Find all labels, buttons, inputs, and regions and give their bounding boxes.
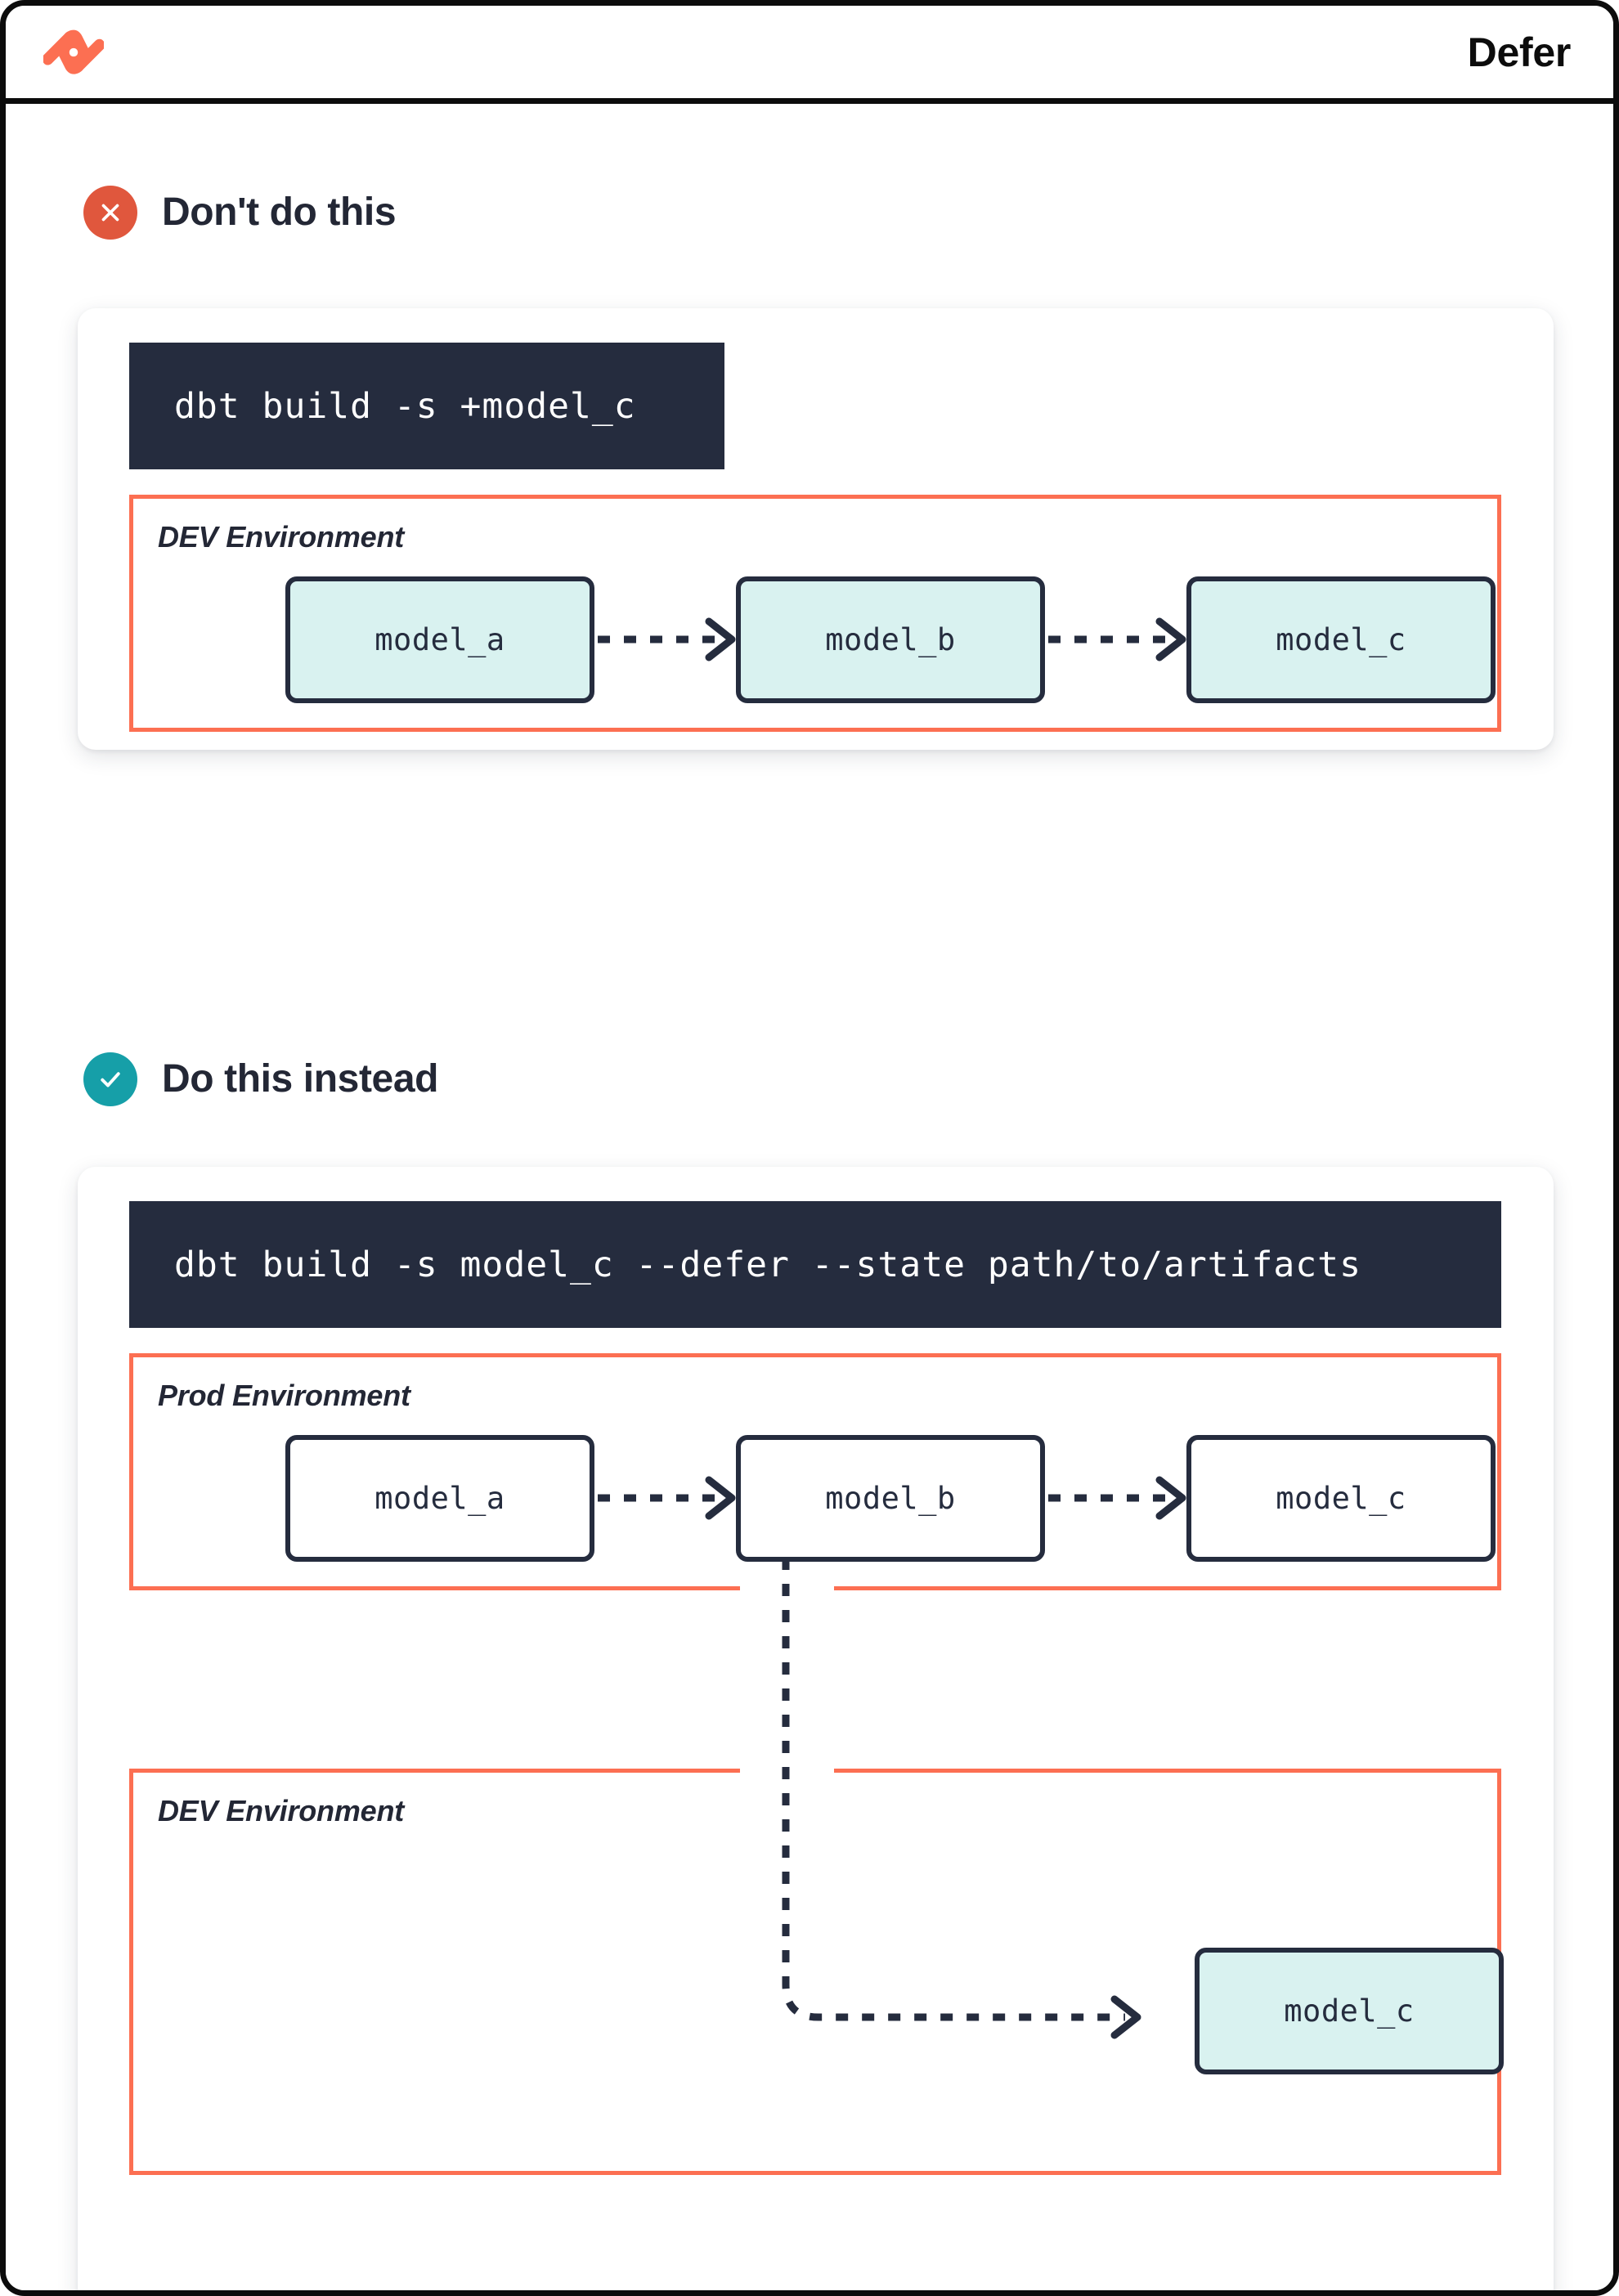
command-code-block-2: dbt build -s model_c --defer --state pat…: [129, 1201, 1501, 1328]
section-title-dont: Don't do this: [162, 191, 397, 234]
card-dont-do-this: dbt build -s +model_c DEV Environment mo…: [78, 308, 1554, 750]
edge-prod-model_b-to-model_c: [1048, 1476, 1186, 1520]
environment-label-dev-1: DEV Environment: [158, 520, 405, 554]
environment-label-prod: Prod Environment: [158, 1379, 410, 1412]
environment-box-prod: Prod Environment model_a model_b model_c: [129, 1353, 1501, 1590]
card-do-this-instead: dbt build -s model_c --defer --state pat…: [78, 1167, 1554, 2290]
edge-model_a-to-model_b: [598, 617, 736, 661]
app-header: Defer: [6, 6, 1613, 104]
model-node-prod-model_c[interactable]: model_c: [1186, 1435, 1496, 1562]
section-title-do: Do this instead: [162, 1057, 439, 1101]
section-header-do: Do this instead: [83, 1052, 438, 1106]
model-node-label: model_c: [1276, 622, 1406, 657]
model-node-model_a[interactable]: model_a: [285, 576, 594, 703]
model-node-label: model_c: [1276, 1481, 1406, 1516]
model-node-prod-model_a[interactable]: model_a: [285, 1435, 594, 1562]
model-node-label: model_a: [374, 1481, 505, 1516]
model-node-dev-model_c[interactable]: model_c: [1195, 1948, 1504, 2074]
model-node-label: model_a: [374, 622, 505, 657]
edge-prod-model_a-to-model_b: [598, 1476, 736, 1520]
dbt-logo-icon: [43, 22, 104, 83]
command-code-block-1: dbt build -s +model_c: [129, 343, 724, 469]
environment-label-dev-2: DEV Environment: [158, 1794, 405, 1827]
model-node-model_b[interactable]: model_b: [736, 576, 1045, 703]
section-header-dont: Don't do this: [83, 186, 397, 240]
model-node-label: model_c: [1284, 1993, 1415, 2029]
content-area: Don't do this dbt build -s +model_c DEV …: [6, 104, 1613, 2290]
environment-box-dev-2: DEV Environment model_c: [129, 1769, 1504, 2175]
model-node-model_c[interactable]: model_c: [1186, 576, 1496, 703]
model-node-prod-model_b[interactable]: model_b: [736, 1435, 1045, 1562]
check-circle-icon: [83, 1052, 137, 1106]
x-circle-icon: [83, 186, 137, 240]
model-node-label: model_b: [825, 1481, 956, 1516]
border-gap-mask-prod-bottom: [740, 1580, 834, 1599]
edge-model_b-to-model_c: [1048, 617, 1186, 661]
border-gap-mask-dev-top: [740, 1760, 834, 1780]
page-title: Defer: [1467, 29, 1572, 75]
model-node-label: model_b: [825, 622, 956, 657]
environment-box-dev-1: DEV Environment model_a model_b model_c: [129, 495, 1501, 732]
